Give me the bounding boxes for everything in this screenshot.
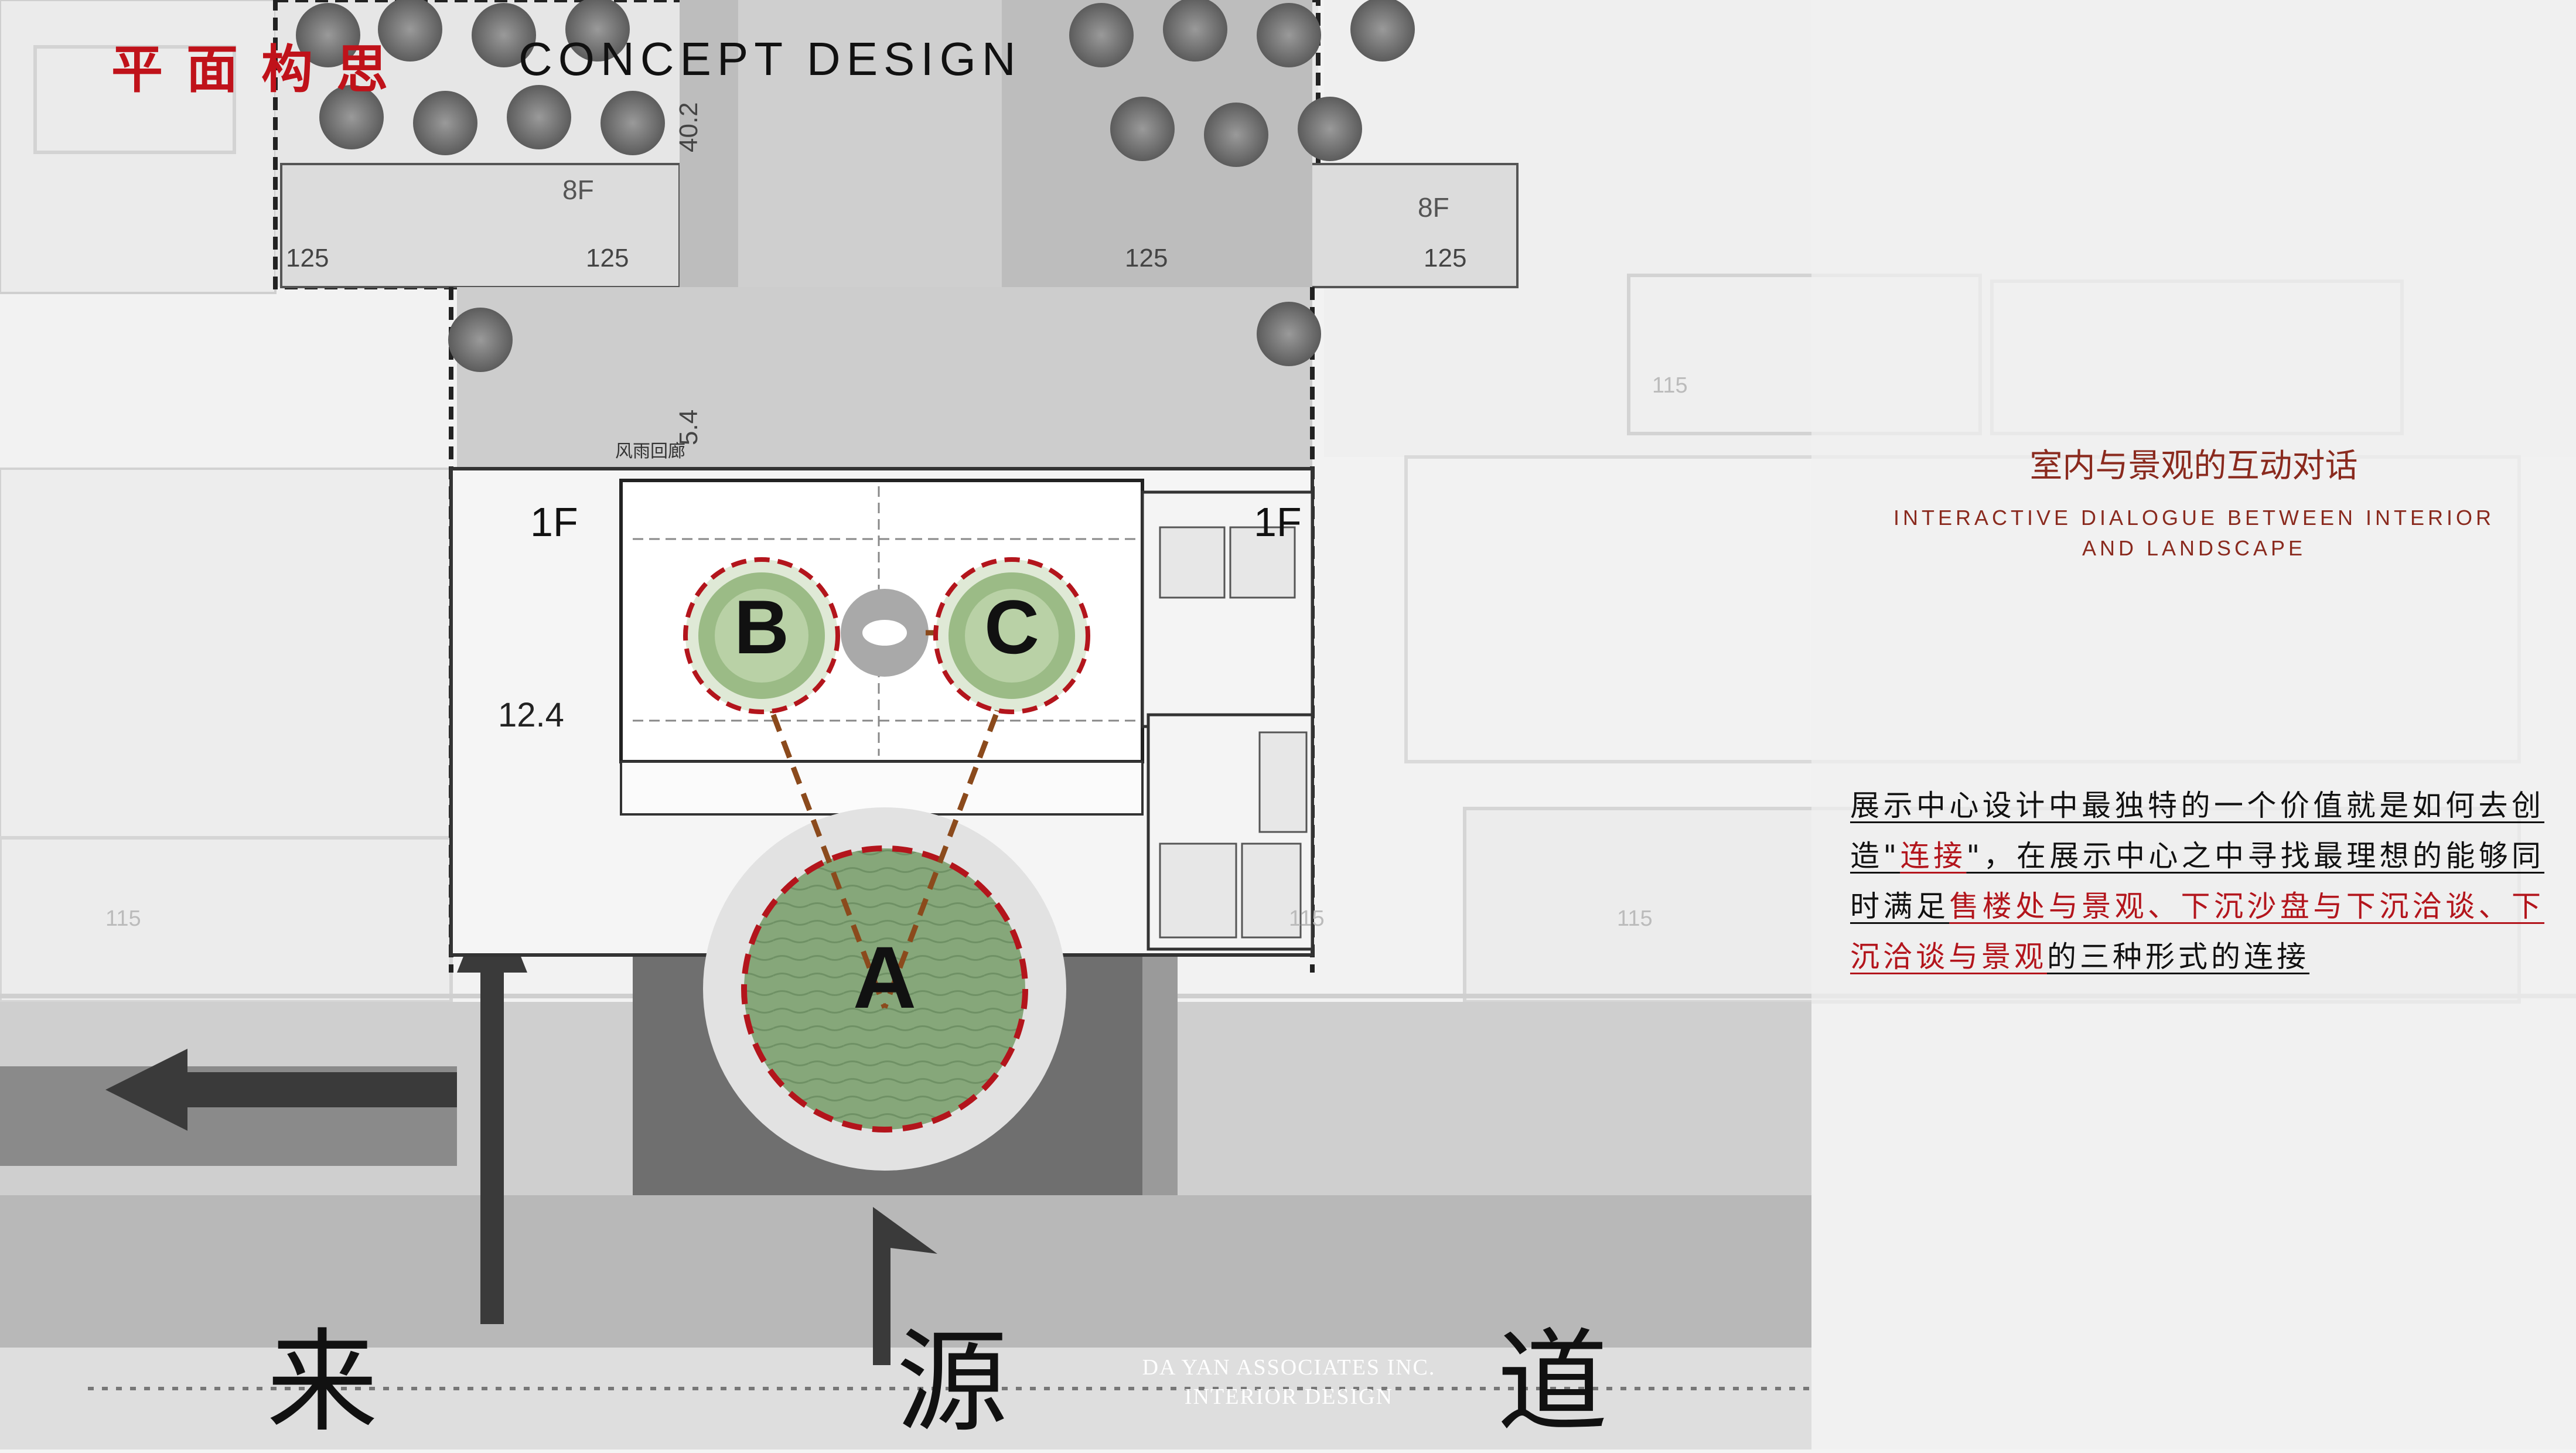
side-heading-cn: 室内与景观的互动对话 xyxy=(2029,447,2358,485)
zone-circle-c xyxy=(933,557,1090,714)
circle-label-c: C xyxy=(984,584,1039,670)
elevation-125-d: 125 xyxy=(1424,244,1466,272)
elevation-115-c: 115 xyxy=(1289,906,1325,931)
circle-label-a: A xyxy=(853,928,916,1026)
floor-label-8f-left: 8F xyxy=(562,175,594,205)
side-heading-en: INTERACTIVE DIALOGUE BETWEEN INTERIOR AN… xyxy=(1892,503,2496,564)
page-title-en: CONCEPT DESIGN xyxy=(518,33,1022,85)
side-heading-en-line2: AND LANDSCAPE xyxy=(2082,536,2307,560)
connection-lines-over-a xyxy=(770,714,999,1009)
road-name-char-1: 来 xyxy=(267,1318,378,1447)
side-panel xyxy=(1811,0,2576,1449)
circle-label-b: B xyxy=(734,584,789,670)
firm-subtitle: INTERIOR DESIGN xyxy=(1184,1384,1394,1409)
para-part-2: "，在展示中心之中寻找最理想的能够同时满足 xyxy=(1850,839,2545,923)
corridor-sign: 风雨回廊 xyxy=(615,442,685,461)
para-red-phrase: 售楼处与景观、下沉沙盘与下沉洽谈、下沉洽谈与景观 xyxy=(1850,889,2545,974)
road-name-char-3: 道 xyxy=(1497,1318,1609,1447)
sales-center-floor-plan xyxy=(449,467,1314,957)
elevation-125-b: 125 xyxy=(586,244,629,272)
floor-label-1f-right: 1F xyxy=(1254,499,1302,545)
plan-labels: 8F 8F 1F 1F 125 125 125 125 12.4 40.2 5.… xyxy=(105,102,1688,1026)
road-name-char-2: 源 xyxy=(896,1318,1008,1447)
concept-paragraph: 展示中心设计中最独特的一个价值就是如何去创造"连接"，在展示中心之中寻找最理想的… xyxy=(1850,780,2544,982)
elevation-125-a: 125 xyxy=(286,244,329,272)
para-link-word: 连接 xyxy=(1900,839,1967,873)
elevation-12-4: 12.4 xyxy=(498,696,564,734)
sand-table xyxy=(841,589,929,677)
floor-label-8f-right: 8F xyxy=(1418,192,1449,223)
side-heading-en-line1: INTERACTIVE DIALOGUE BETWEEN INTERIOR xyxy=(1893,506,2495,530)
firm-name: DA YAN ASSOCIATES INC. xyxy=(1142,1355,1436,1380)
elevation-125-c: 125 xyxy=(1125,244,1168,272)
zone-circle-b xyxy=(683,557,840,714)
zone-circle-a xyxy=(703,807,1066,1171)
elevation-115-b: 115 xyxy=(105,906,141,931)
page-title-cn: 平面构思 xyxy=(111,39,412,100)
elevation-115-a: 115 xyxy=(1652,373,1688,398)
para-part-1: 展示中心设计中最独特的一个价值就是如何去创造" xyxy=(1850,789,2544,873)
elevation-115-d: 115 xyxy=(1617,906,1653,931)
para-part-3: 的三种形式的连接 xyxy=(2047,940,2309,974)
floor-label-1f-left: 1F xyxy=(530,499,578,545)
elevation-5-4: 5.4 xyxy=(674,410,703,445)
elevation-40-2: 40.2 xyxy=(674,102,703,152)
